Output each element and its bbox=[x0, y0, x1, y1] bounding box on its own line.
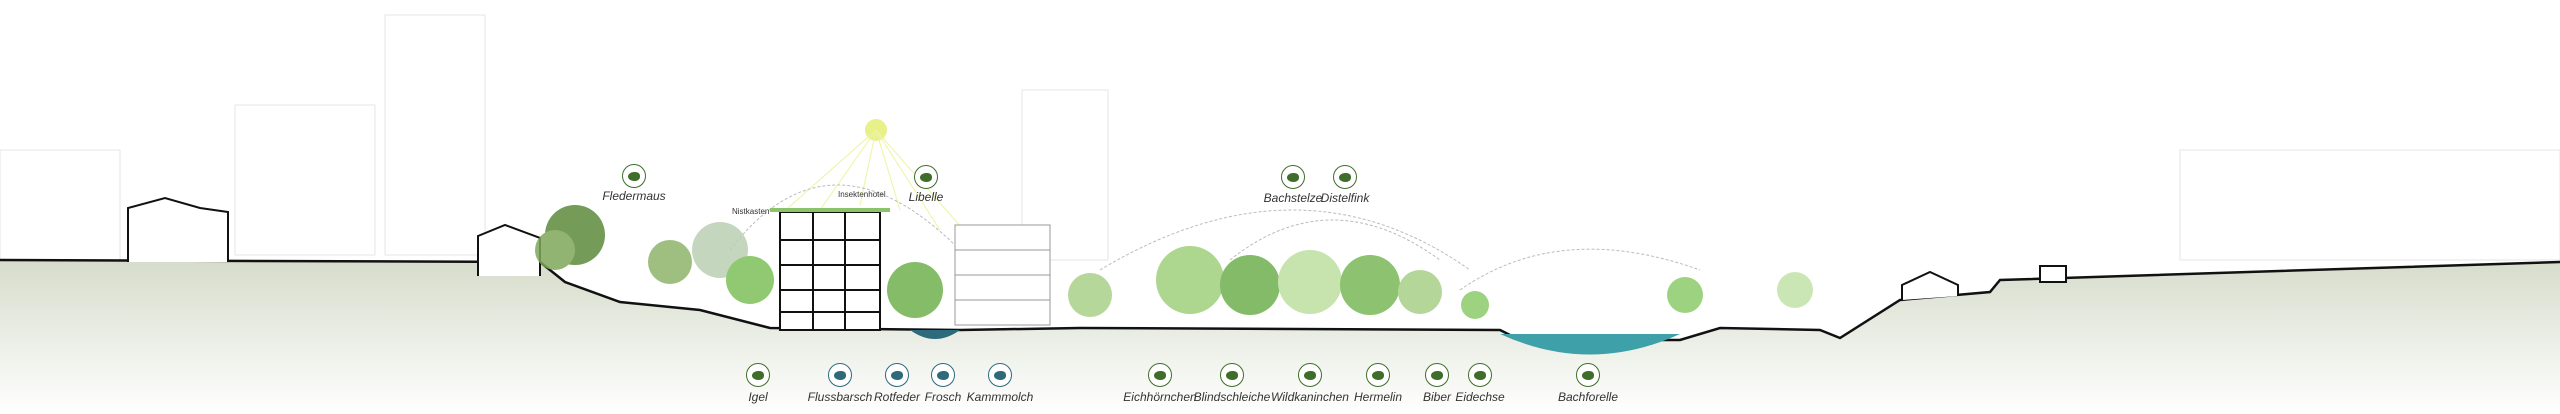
green-roof bbox=[770, 208, 890, 212]
species-label: Eidechse bbox=[1455, 390, 1505, 404]
stoat-icon bbox=[1366, 363, 1390, 387]
trout-icon bbox=[1576, 363, 1600, 387]
hedgehog-icon bbox=[746, 363, 770, 387]
background-buildings bbox=[0, 14, 2560, 261]
slowworm-icon bbox=[1220, 363, 1244, 387]
species-label: Biber bbox=[1422, 390, 1452, 404]
frog-icon bbox=[931, 363, 955, 387]
species-label: Kammmolch bbox=[966, 390, 1034, 404]
squirrel-icon bbox=[1148, 363, 1172, 387]
bat-icon bbox=[622, 164, 646, 188]
species-label: Bachstelze bbox=[1263, 191, 1323, 205]
glass-building bbox=[954, 224, 1051, 326]
trees bbox=[535, 205, 1813, 319]
habitat-connection-arcs bbox=[729, 184, 1701, 291]
species-label: Hermelin bbox=[1353, 390, 1403, 404]
species-label: Libelle bbox=[908, 190, 944, 204]
nistkasten-label: Nistkasten bbox=[732, 207, 770, 216]
species-label: Rotfeder bbox=[873, 390, 921, 404]
species-label: Wildkaninchen bbox=[1271, 390, 1349, 404]
species-label: Eichhörnchen bbox=[1123, 390, 1197, 404]
wagtail-bird-icon bbox=[1281, 165, 1305, 189]
central-building bbox=[779, 211, 881, 331]
species-label: Flussbarsch bbox=[807, 390, 873, 404]
small-pond bbox=[910, 330, 960, 339]
species-label: Frosch bbox=[924, 390, 962, 404]
rudd-fish-icon bbox=[885, 363, 909, 387]
houses bbox=[127, 196, 2067, 300]
perch-fish-icon bbox=[828, 363, 852, 387]
rabbit-icon bbox=[1298, 363, 1322, 387]
beaver-icon bbox=[1425, 363, 1449, 387]
dragonfly-icon bbox=[914, 165, 938, 189]
species-label: Distelfink bbox=[1320, 191, 1370, 205]
species-label: Blindschleiche bbox=[1193, 390, 1271, 404]
pond bbox=[1500, 334, 1680, 355]
species-label: Bachforelle bbox=[1557, 390, 1619, 404]
species-label: Fledermaus bbox=[602, 189, 666, 203]
species-label: Igel bbox=[748, 390, 768, 404]
insektenhotel-label: Insektenhotel bbox=[838, 190, 886, 199]
goldfinch-bird-icon bbox=[1333, 165, 1357, 189]
lizard-icon bbox=[1468, 363, 1492, 387]
newt-icon bbox=[988, 363, 1012, 387]
